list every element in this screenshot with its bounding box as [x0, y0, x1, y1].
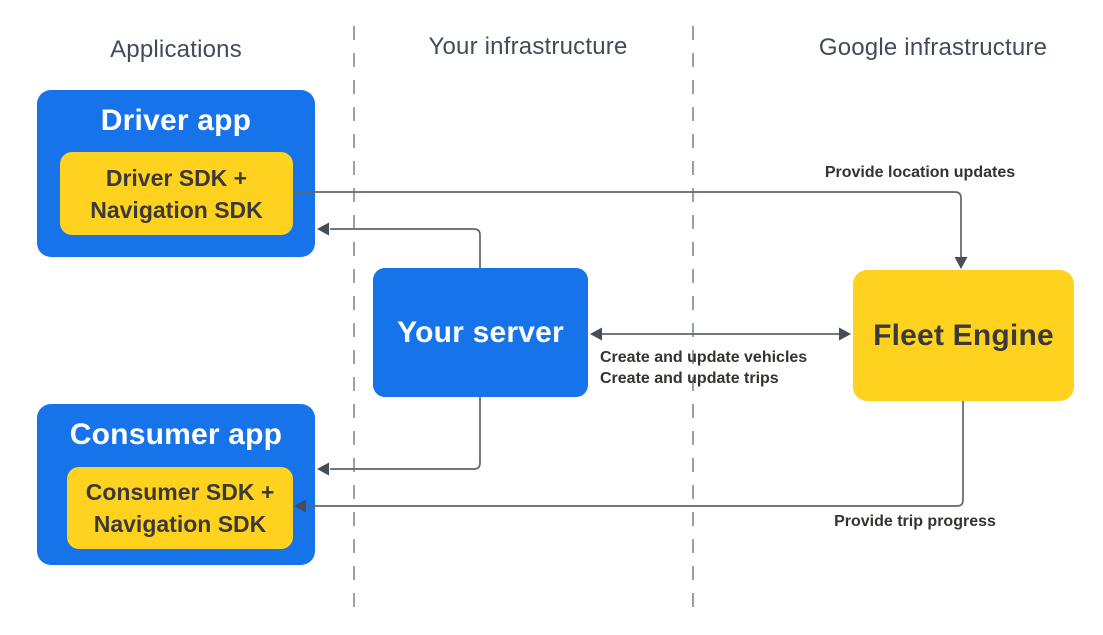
edge-label-create-update-trips: Create and update trips — [600, 370, 779, 387]
column-header-your-infrastructure: Your infrastructure — [428, 33, 628, 60]
column-divider-left — [353, 26, 355, 608]
arrowhead-right-fleet-engine-icon — [839, 327, 851, 341]
arrowhead-left-driver-app-icon — [317, 222, 329, 236]
node-driver-sdk: Driver SDK + Navigation SDK — [60, 152, 293, 235]
driver-app-title: Driver app — [100, 104, 252, 137]
edge-label-provide-trip-progress: Provide trip progress — [834, 513, 996, 530]
your-server-title: Your server — [397, 315, 564, 349]
edge-driver-sdk-to-fleet-engine — [293, 191, 962, 257]
arrowhead-down-fleet-engine-icon — [954, 257, 968, 269]
edge-label-create-update: Create and update vehicles Create and up… — [600, 347, 807, 389]
node-consumer-sdk: Consumer SDK + Navigation SDK — [67, 467, 293, 549]
arrowhead-left-your-server-icon — [590, 327, 602, 341]
node-consumer-app: Consumer app Consumer SDK + Navigation S… — [37, 404, 315, 565]
consumer-sdk-label-line2: Navigation SDK — [93, 511, 267, 537]
consumer-sdk-label-line1: Consumer SDK + — [85, 479, 275, 505]
driver-sdk-label-line2: Navigation SDK — [90, 196, 263, 223]
node-driver-app: Driver app Driver SDK + Navigation SDK — [37, 90, 315, 257]
edge-fleet-engine-to-consumer-sdk — [307, 401, 964, 507]
driver-sdk-label-line1: Driver SDK + — [105, 164, 248, 191]
edge-label-provide-location-updates: Provide location updates — [824, 164, 1016, 181]
column-header-applications: Applications — [110, 36, 242, 63]
node-fleet-engine: Fleet Engine — [853, 270, 1074, 401]
arrowhead-left-consumer-app-icon — [317, 462, 329, 476]
fleet-engine-title: Fleet Engine — [873, 318, 1054, 352]
consumer-app-title: Consumer app — [69, 418, 283, 451]
column-divider-right — [692, 26, 694, 608]
edge-label-create-update-vehicles: Create and update vehicles — [600, 349, 808, 366]
node-your-server: Your server — [373, 268, 588, 397]
column-header-google-infrastructure: Google infrastructure — [818, 34, 1048, 61]
